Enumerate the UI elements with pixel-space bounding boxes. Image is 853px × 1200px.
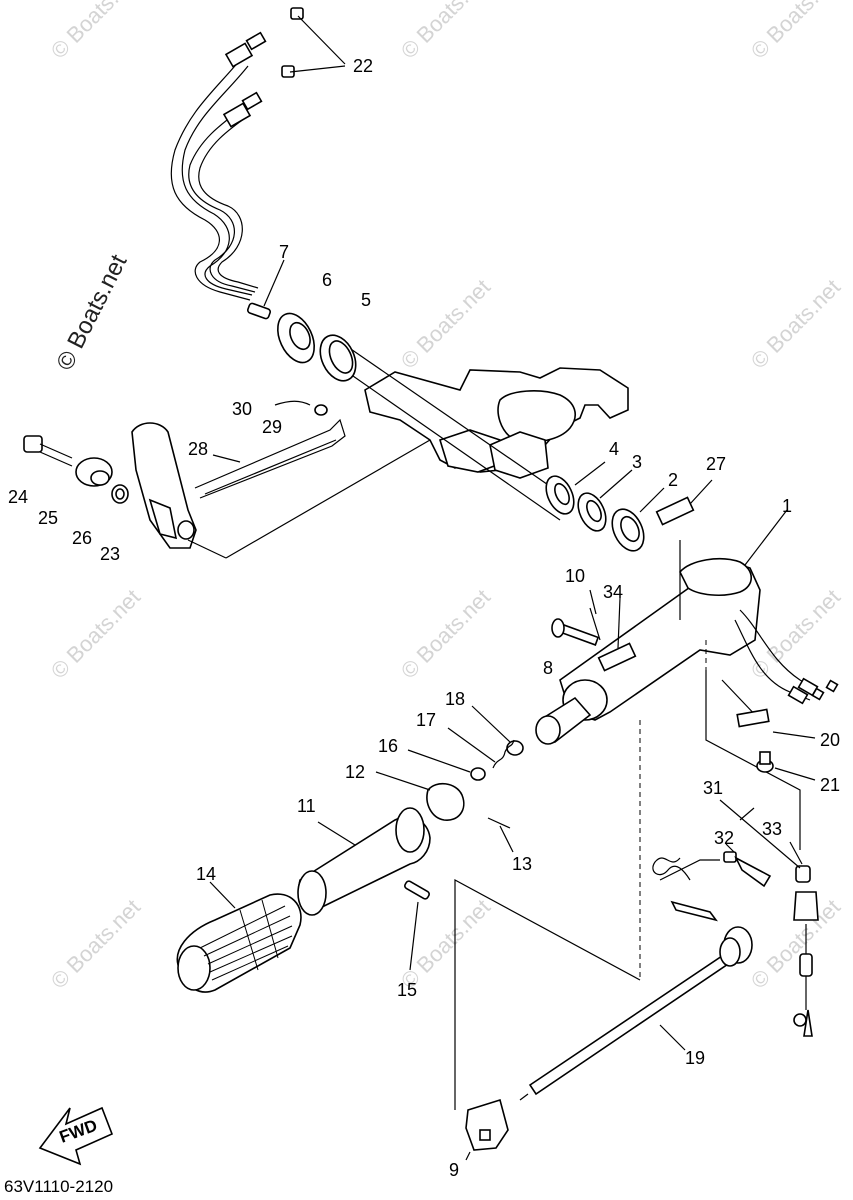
callout-18: 18 xyxy=(445,689,465,709)
callout-15: 15 xyxy=(397,980,417,1000)
watermark: © Boats.net xyxy=(396,894,495,993)
stop-cable xyxy=(454,878,753,1161)
handle-fasteners xyxy=(551,589,637,672)
upper-bushings xyxy=(246,259,357,382)
callout-10: 10 xyxy=(565,566,585,586)
callout-27: 27 xyxy=(706,454,726,474)
watermark: © Boats.net xyxy=(746,0,845,64)
callout-7: 7 xyxy=(279,242,289,262)
callout-28: 28 xyxy=(188,439,208,459)
callout-5: 5 xyxy=(361,290,371,310)
steering-handle-arm xyxy=(535,509,839,980)
callout-1: 1 xyxy=(782,496,792,516)
callout-22: 22 xyxy=(353,56,373,76)
callout-19: 19 xyxy=(685,1048,705,1068)
stop-switch xyxy=(652,799,819,1037)
friction-parts xyxy=(375,705,524,853)
callout-8: 8 xyxy=(543,658,553,678)
callout-21: 21 xyxy=(820,775,840,795)
fwd-arrow: FWD xyxy=(38,1106,114,1166)
callout-12: 12 xyxy=(345,762,365,782)
watermark: © Boats.net xyxy=(396,584,495,683)
callout-25: 25 xyxy=(38,508,58,528)
callout-32: 32 xyxy=(714,828,734,848)
callout-6: 6 xyxy=(322,270,332,290)
callout-26: 26 xyxy=(72,528,92,548)
callout-14: 14 xyxy=(196,864,216,884)
callout-13: 13 xyxy=(512,854,532,874)
link-rod xyxy=(194,400,346,499)
watermark: © Boats.net xyxy=(46,894,145,993)
watermark: © Boats.net xyxy=(396,274,495,373)
callout-numbers: 1 2 3 4 5 6 7 8 9 10 11 12 13 14 15 16 1… xyxy=(8,56,840,1180)
grip-ridges xyxy=(199,899,293,981)
watermark: © Boats.net xyxy=(396,0,495,64)
callout-33: 33 xyxy=(762,819,782,839)
watermark: © Boats.net xyxy=(46,0,145,64)
steering-bracket xyxy=(329,344,629,521)
callout-9: 9 xyxy=(449,1160,459,1180)
washers xyxy=(545,461,713,552)
callout-4: 4 xyxy=(609,439,619,459)
watermark: © Boats.net xyxy=(746,274,845,373)
callout-23: 23 xyxy=(100,544,120,564)
ground-plate xyxy=(705,670,816,850)
callout-2: 2 xyxy=(668,470,678,490)
watermark-main: © Boats.net xyxy=(51,250,132,375)
callout-34: 34 xyxy=(603,582,623,602)
watermark: © Boats.net xyxy=(46,584,145,683)
callout-3: 3 xyxy=(632,452,642,472)
throttle-cables xyxy=(170,7,346,301)
callout-17: 17 xyxy=(416,710,436,730)
callout-31: 31 xyxy=(703,778,723,798)
throttle-lever xyxy=(23,422,431,559)
callout-24: 24 xyxy=(8,487,28,507)
callout-11: 11 xyxy=(297,796,316,816)
callout-16: 16 xyxy=(378,736,398,756)
throttle-grip xyxy=(176,807,431,993)
callout-20: 20 xyxy=(820,730,840,750)
callout-29: 29 xyxy=(262,417,282,437)
callout-30: 30 xyxy=(232,399,252,419)
diagram-code: 63V1110-2120 xyxy=(4,1177,113,1196)
